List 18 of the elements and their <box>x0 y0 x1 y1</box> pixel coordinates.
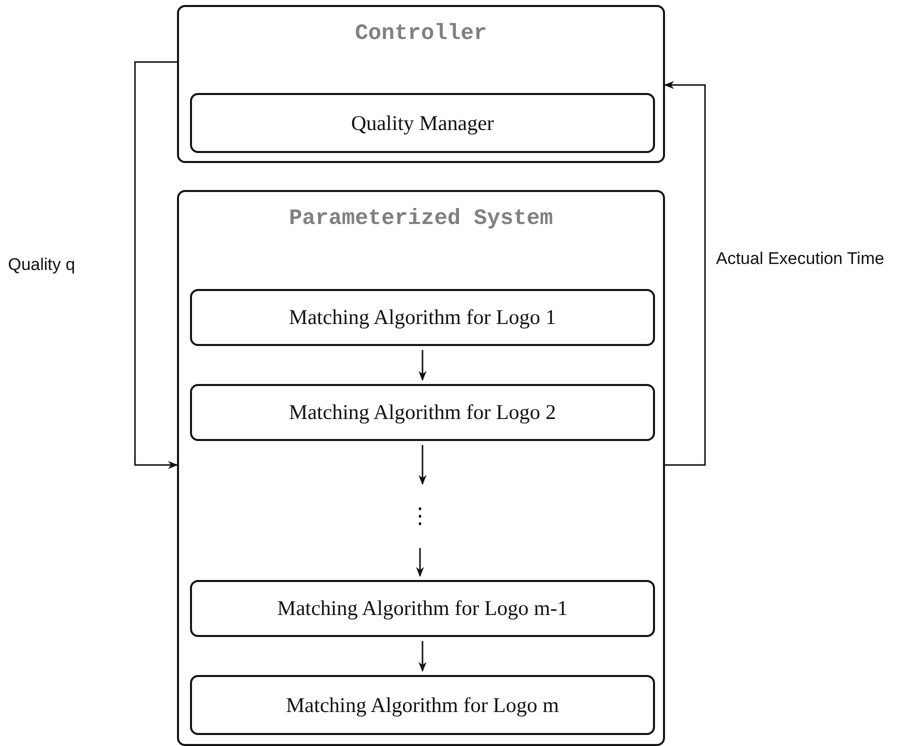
process-box: Matching Algorithm for Logo 2 <box>190 384 655 441</box>
process-box: Matching Algorithm for Logo m-1 <box>190 580 655 637</box>
system-box <box>177 190 665 746</box>
heading: Parameterized System <box>288 206 554 231</box>
ellipsis-text: ⋮ <box>400 488 440 544</box>
arrow <box>416 548 424 577</box>
process-box: Matching Algorithm for Logo 1 <box>190 289 655 346</box>
arrow <box>418 641 426 672</box>
edge-label: Actual Execution Time <box>716 248 886 270</box>
arrow <box>418 350 426 381</box>
arrow <box>664 81 706 466</box>
heading: Controller <box>354 21 488 46</box>
edge-label: Quality q <box>8 254 76 276</box>
process-box: Quality Manager <box>190 93 655 153</box>
controller-box <box>177 5 665 163</box>
arrow <box>134 61 178 469</box>
arrow <box>418 445 426 485</box>
process-box: Matching Algorithm for Logo m <box>190 675 655 735</box>
